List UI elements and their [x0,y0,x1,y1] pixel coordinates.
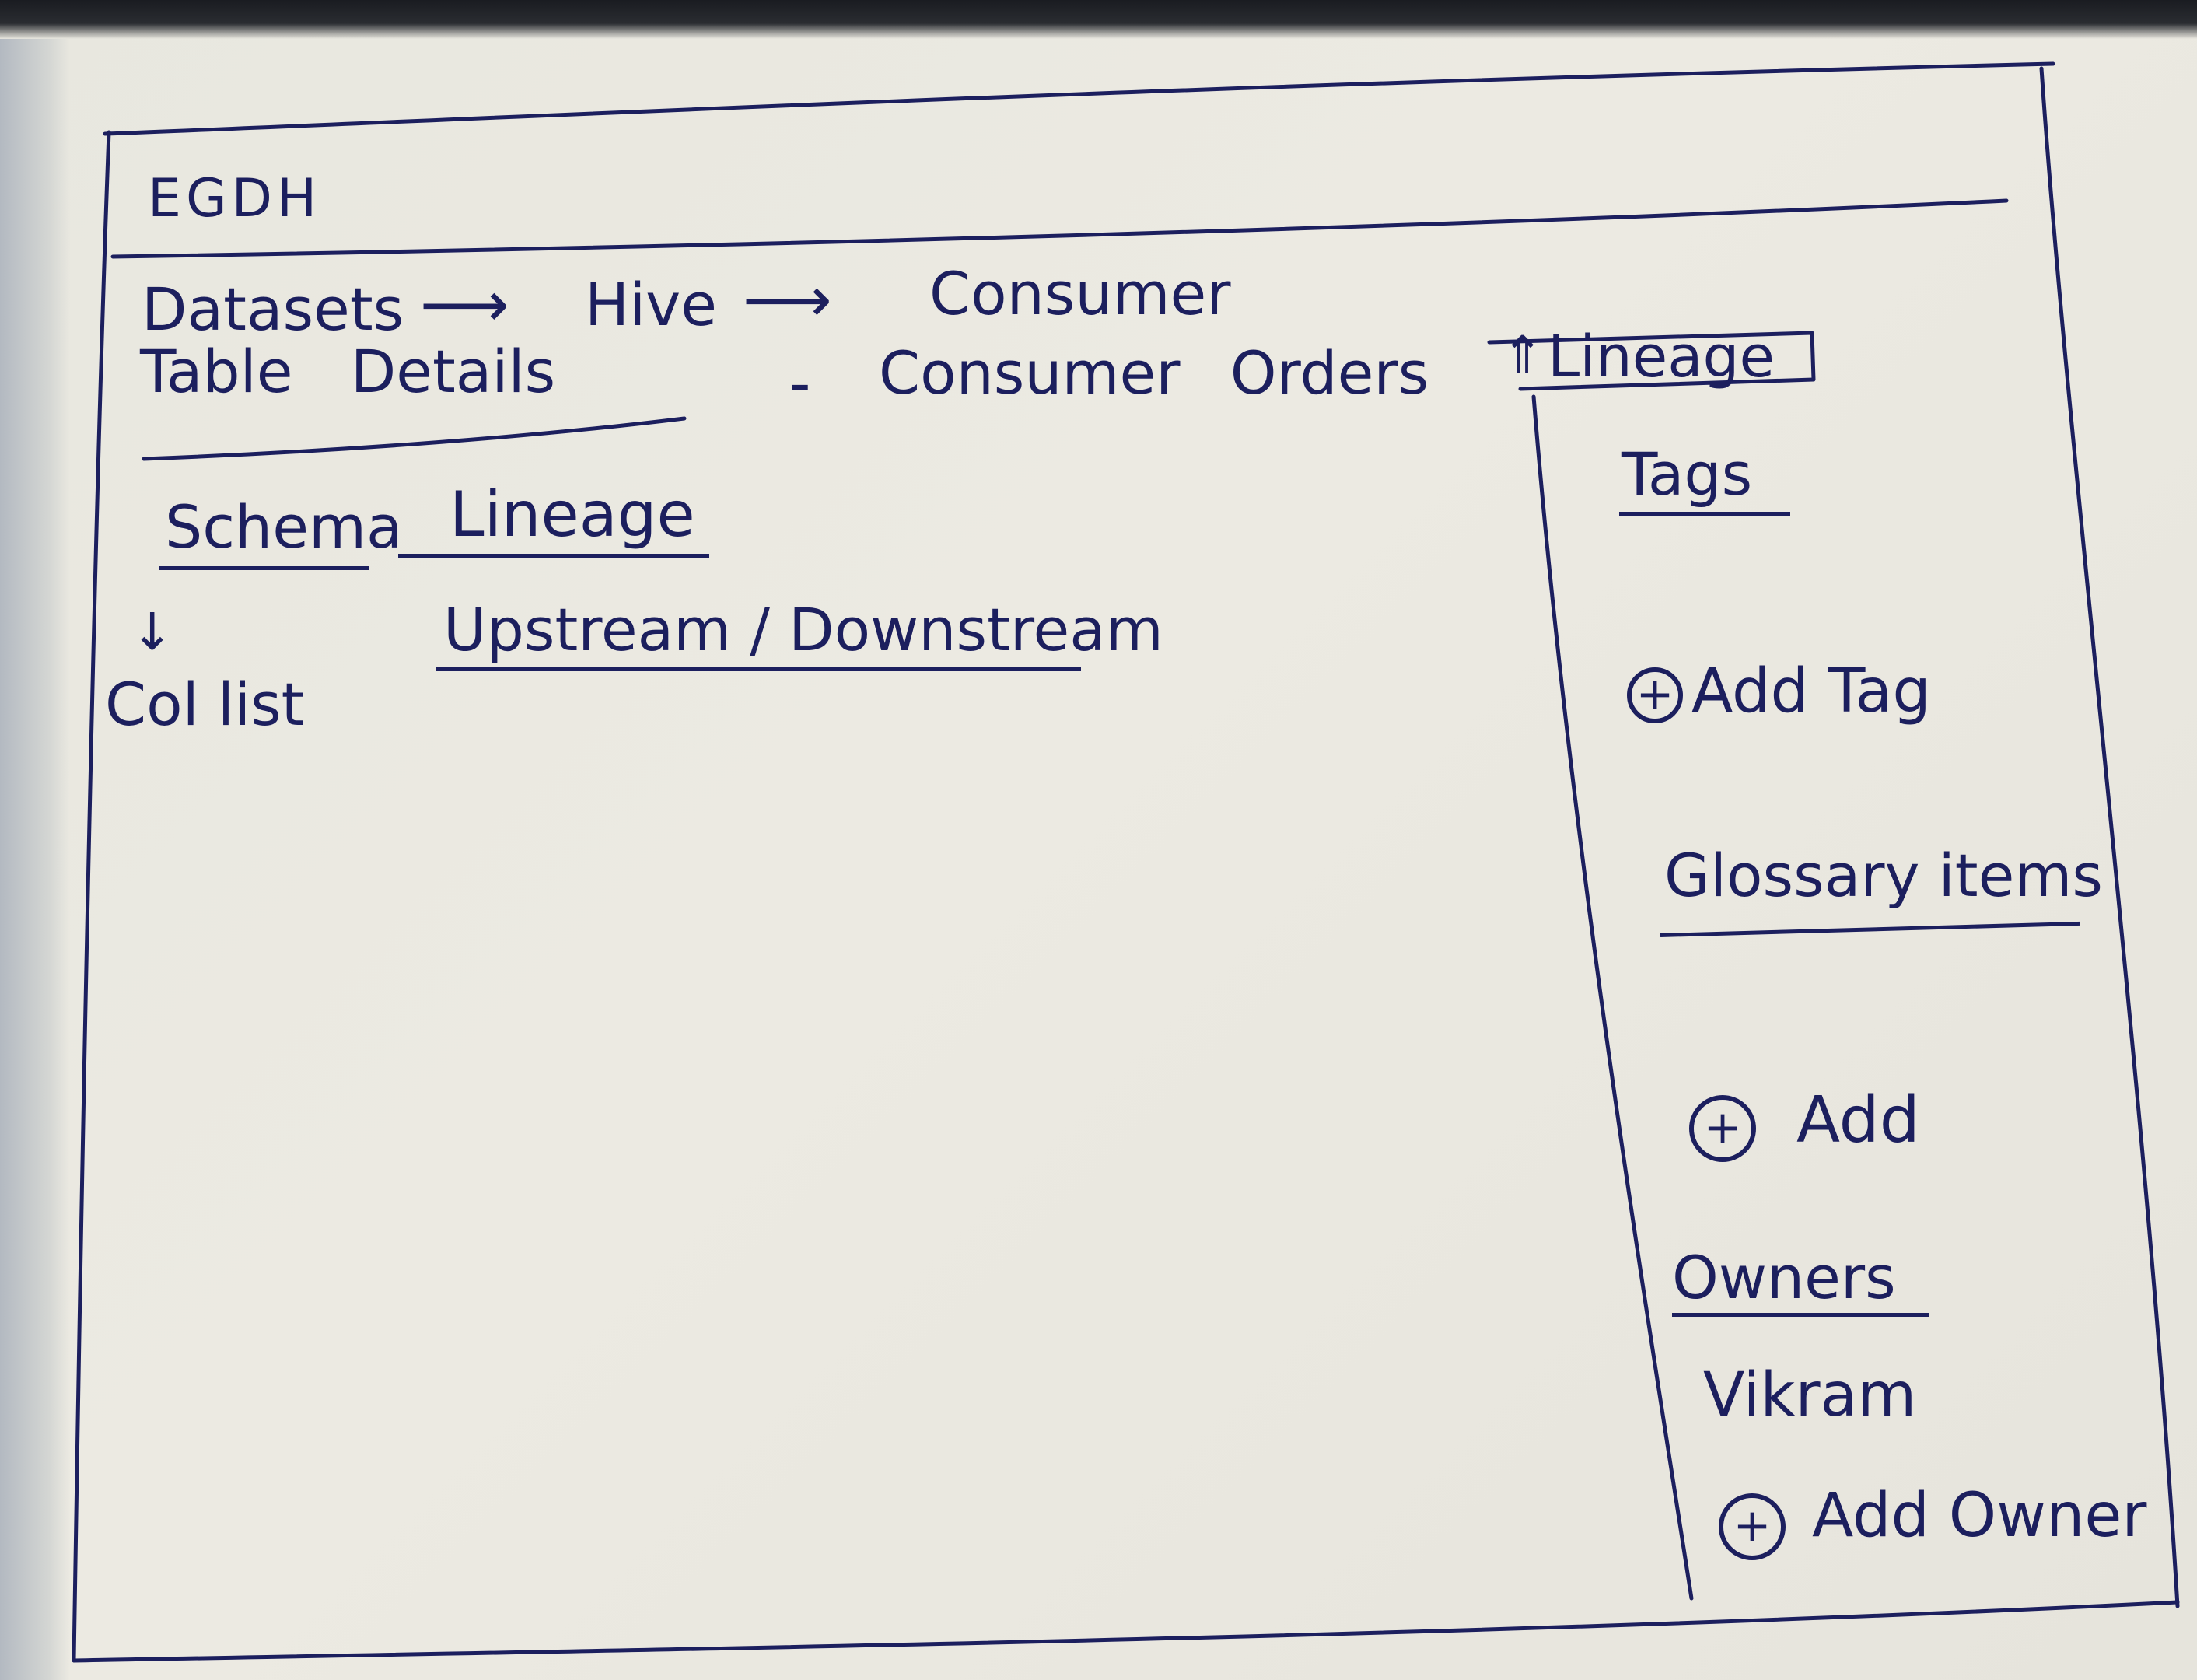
outer-frame-right [2039,66,2180,1608]
lineage-button[interactable]: Lineage [1548,324,1775,390]
title-underline [142,416,687,461]
tab-lineage[interactable]: Lineage [450,478,695,551]
page-title-value: Consumer Orders [879,338,1429,408]
glossary-heading: Glossary items [1664,841,2103,910]
add-tag-label[interactable]: Add Tag [1691,656,1931,726]
tags-heading-underline [1619,512,1790,516]
arrow-right-icon: ⟶ [420,268,509,341]
arrow-right-icon: ⟶ [743,264,832,336]
paper-left-shade [0,39,70,1680]
owners-heading: Owners [1672,1243,1896,1312]
breadcrumb-item-consumer[interactable]: Consumer [929,259,1231,328]
tags-heading: Tags [1622,439,1753,509]
page-title-dash: - [789,348,811,418]
sidebar-border [1531,394,1694,1601]
owners-heading-underline [1672,1313,1929,1317]
plus-circle-icon[interactable]: + [1689,1095,1756,1162]
tab-lineage-underline [398,554,709,558]
lineage-button-frame [1487,331,1816,391]
owner-item: Vikram [1703,1360,1917,1430]
breadcrumb-item-hive[interactable]: Hive [585,270,717,339]
outer-frame-left [72,130,111,1663]
header-divider [110,198,2009,259]
app-title: EGDH [148,168,322,229]
add-owner-label[interactable]: Add Owner [1812,1481,2147,1551]
plus-circle-icon[interactable]: + [1719,1493,1786,1560]
col-list: Col list [105,670,305,739]
page-title-label: Table Details [140,337,556,406]
add-glossary-label[interactable]: Add [1796,1083,1920,1157]
paper-top-shadow [0,0,2197,39]
breadcrumb-item-datasets[interactable]: Datasets [142,275,404,344]
outer-frame-top [103,61,2055,136]
lineage-button-icon: ⇑ [1501,325,1545,385]
tab-schema-underline [159,566,369,570]
plus-circle-icon[interactable]: + [1627,667,1683,723]
lineage-subtabs-underline [436,667,1081,671]
lineage-subtabs[interactable]: Upstream / Downstream [443,595,1163,664]
outer-frame-bottom [72,1600,2180,1663]
tab-schema[interactable]: Schema [165,492,403,562]
arrow-down-icon: ↓ [131,602,174,662]
